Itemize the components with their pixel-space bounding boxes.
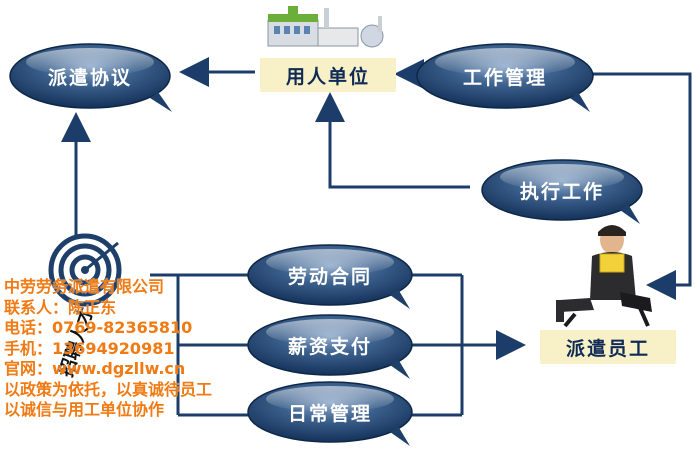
factory-icon	[267, 6, 384, 48]
node-work-management-shape	[416, 43, 594, 112]
node-dispatch-agreement: 派遣协议	[47, 66, 132, 89]
target-icon	[48, 233, 122, 307]
website[interactable]: 官网：www.dgzllw.cn	[4, 359, 186, 378]
mobile: 手机：13694920981	[4, 338, 175, 358]
dispatched-employee-box	[540, 330, 676, 364]
contact-person: 联系人：陈正东	[4, 297, 117, 317]
connector-lines	[61, 57, 692, 417]
node-labor-contract: 劳动合同	[287, 265, 372, 288]
phone: 电话：0769-82365810	[4, 318, 193, 337]
node-execute-work-shape	[481, 159, 643, 224]
node-salary-payment-shape	[247, 314, 413, 379]
slogan-line-1: 以政策为依托，以真诚待员工	[4, 379, 213, 399]
node-execute-work: 执行工作	[519, 180, 604, 203]
slogan-line-2: 以诚信与用工单位协作	[4, 400, 165, 419]
contact-overlay: 中劳劳务派遣有限公司 联系人：陈正东 电话：0769-82365810 手机：1…	[4, 277, 266, 421]
node-daily-management-shape	[247, 381, 413, 446]
node-salary-payment: 薪资支付	[287, 335, 372, 358]
node-labor-contract-shape	[247, 244, 413, 309]
node-dispatch-agreement-shape	[9, 43, 172, 112]
node-employer-unit: 用人单位	[285, 65, 370, 88]
node-dispatched-employee: 派遣员工	[565, 337, 650, 360]
employee-figure-icon	[556, 225, 652, 328]
employer-unit-box	[260, 58, 396, 92]
node-daily-management: 日常管理	[287, 402, 372, 425]
node-work-management: 工作管理	[462, 66, 547, 89]
company-name: 中劳劳务派遣有限公司	[4, 277, 165, 296]
